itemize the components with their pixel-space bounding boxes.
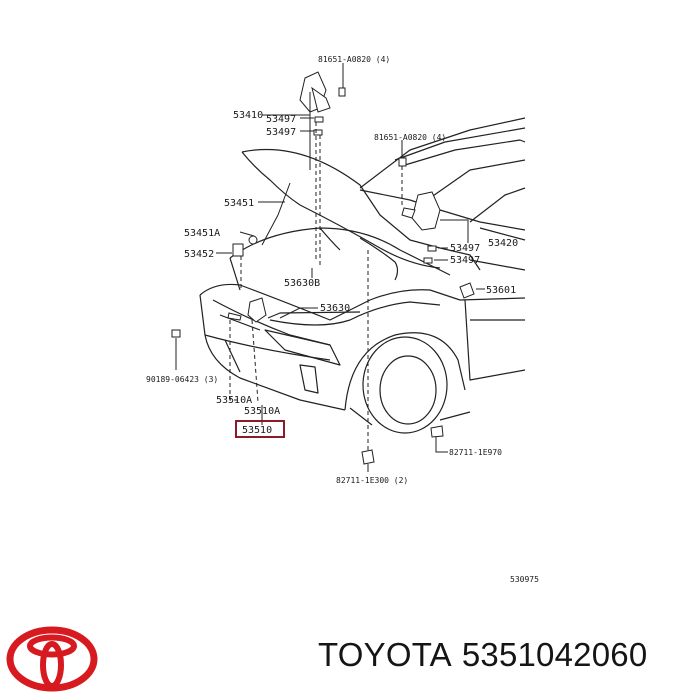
callout-82711-b: 82711-1E300 (2) (336, 476, 408, 485)
callout-53420: 53420 (488, 238, 518, 249)
callout-53451: 53451 (224, 198, 254, 209)
diagram-reference: 530975 (510, 575, 539, 584)
toyota-logo-icon (6, 626, 98, 692)
callout-labels: 81651-A0820 (4) 53410 53497 53497 81651-… (146, 55, 539, 584)
callout-53452: 53452 (184, 249, 214, 260)
brand-name: TOYOTA (318, 636, 452, 673)
callout-53497-b: 53497 (266, 127, 296, 138)
part-number: 5351042060 (461, 636, 648, 673)
callout-81651-top: 81651-A0820 (4) (318, 55, 390, 64)
callout-53630b: 53630B (284, 278, 320, 289)
callout-82711-a: 82711-1E970 (449, 448, 502, 457)
highlight-box (235, 420, 285, 438)
callout-81651-mid: 81651-A0820 (4) (374, 133, 446, 142)
callout-53410: 53410 (233, 110, 263, 121)
callout-53510: 53510 (242, 425, 272, 436)
vehicle-outline (199, 117, 526, 434)
callout-53601: 53601 (486, 285, 516, 296)
callout-53497-a: 53497 (266, 114, 296, 125)
callout-53497-d: 53497 (450, 255, 480, 266)
callout-53497-c: 53497 (450, 243, 480, 254)
callout-53510a-2: 53510A (244, 406, 280, 417)
callout-90189: 90189-06423 (3) (146, 375, 218, 384)
callout-53510a-1: 53510A (216, 395, 252, 406)
hinge-parts (171, 71, 475, 465)
callout-53451a: 53451A (184, 228, 220, 239)
leader-lines (175, 63, 485, 472)
callout-53630: 53630 (320, 303, 350, 314)
